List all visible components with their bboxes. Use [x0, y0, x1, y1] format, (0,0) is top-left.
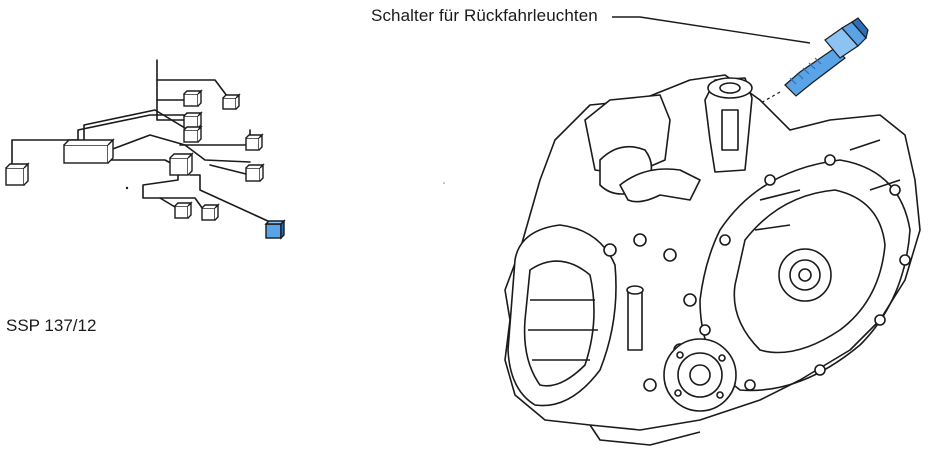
connector-top-1 — [183, 89, 203, 107]
stray-dot — [125, 186, 129, 190]
connector-center — [169, 152, 194, 176]
wiring-harness — [11, 59, 271, 223]
connector-right-2 — [245, 163, 265, 182]
stray-dot-2 — [443, 182, 445, 184]
connector-top-2 — [222, 93, 241, 110]
reverse-light-switch — [751, 17, 869, 109]
connector-left — [5, 162, 30, 186]
connector-highlighted — [264, 219, 286, 240]
gearbox-illustration — [504, 74, 921, 446]
harness-connectors — [5, 89, 265, 221]
figure-code: SSP 137/12 — [6, 316, 97, 335]
callout-label: Schalter für Rückfahrleuchten — [371, 6, 598, 25]
callout-leader-line-2 — [639, 16, 811, 44]
connector-right-1 — [245, 133, 264, 151]
connector-bottom-1 — [174, 201, 193, 219]
connector-bottom-2 — [201, 203, 220, 221]
connector-main — [63, 138, 115, 164]
connector-top-3 — [183, 111, 203, 129]
connector-mid-1 — [183, 125, 203, 143]
